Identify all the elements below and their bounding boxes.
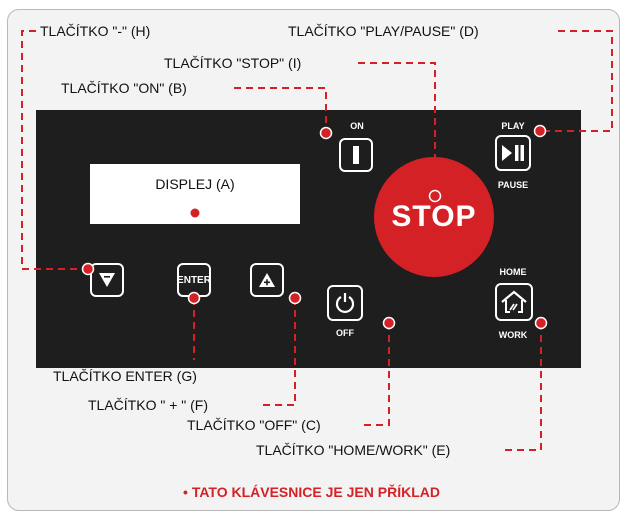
example-note: • TATO KLÁVESNICE JE JEN PŘÍKLAD <box>183 484 440 500</box>
label-plus: TLAČÍTKO " + " (F) <box>88 397 209 413</box>
label-on: TLAČÍTKO "ON" (B) <box>61 80 187 96</box>
minus-button[interactable] <box>90 263 124 297</box>
label-off: TLAČÍTKO "OFF" (C) <box>187 417 321 433</box>
label-home-work: TLAČÍTKO "HOME/WORK" (E) <box>256 442 451 458</box>
off-caption: OFF <box>336 328 354 338</box>
home-work-icon <box>501 290 527 313</box>
minus-dot <box>81 262 95 276</box>
plus-button[interactable] <box>250 263 284 297</box>
plus-triangle-icon <box>259 273 275 287</box>
home-caption: HOME <box>499 267 527 277</box>
label-enter: TLAČÍTKO ENTER (G) <box>53 368 197 384</box>
label-stop: TLAČÍTKO "STOP" (I) <box>164 55 302 71</box>
play-pause-button[interactable] <box>495 135 531 171</box>
enter-button-text: ENTER <box>177 274 211 286</box>
play-caption: PLAY <box>501 121 525 131</box>
stop-button[interactable]: STOP <box>374 157 494 277</box>
enter-dot <box>187 291 201 305</box>
on-caption: ON <box>350 121 364 131</box>
power-icon <box>335 293 355 314</box>
on-dot <box>319 126 333 140</box>
label-play-pause: TLAČÍTKO "PLAY/PAUSE" (D) <box>288 23 479 39</box>
off-button[interactable] <box>327 285 363 321</box>
plus-dot <box>288 291 302 305</box>
play-pause-dot <box>533 124 547 138</box>
on-bar-icon <box>353 146 359 164</box>
play-pause-icon <box>502 145 524 161</box>
off-dot <box>382 316 396 330</box>
work-caption: WORK <box>498 330 528 340</box>
home-work-button[interactable] <box>495 283 533 321</box>
minus-triangle-icon <box>99 273 115 287</box>
home-work-dot <box>534 316 548 330</box>
keypad-panel <box>36 110 581 368</box>
stop-dot <box>428 189 442 203</box>
pause-caption: PAUSE <box>497 180 529 190</box>
on-button[interactable] <box>339 138 373 172</box>
display-dot <box>190 208 200 218</box>
label-minus: TLAČÍTKO "-" (H) <box>40 23 151 39</box>
display-label: DISPLEJ (A) <box>155 176 235 192</box>
